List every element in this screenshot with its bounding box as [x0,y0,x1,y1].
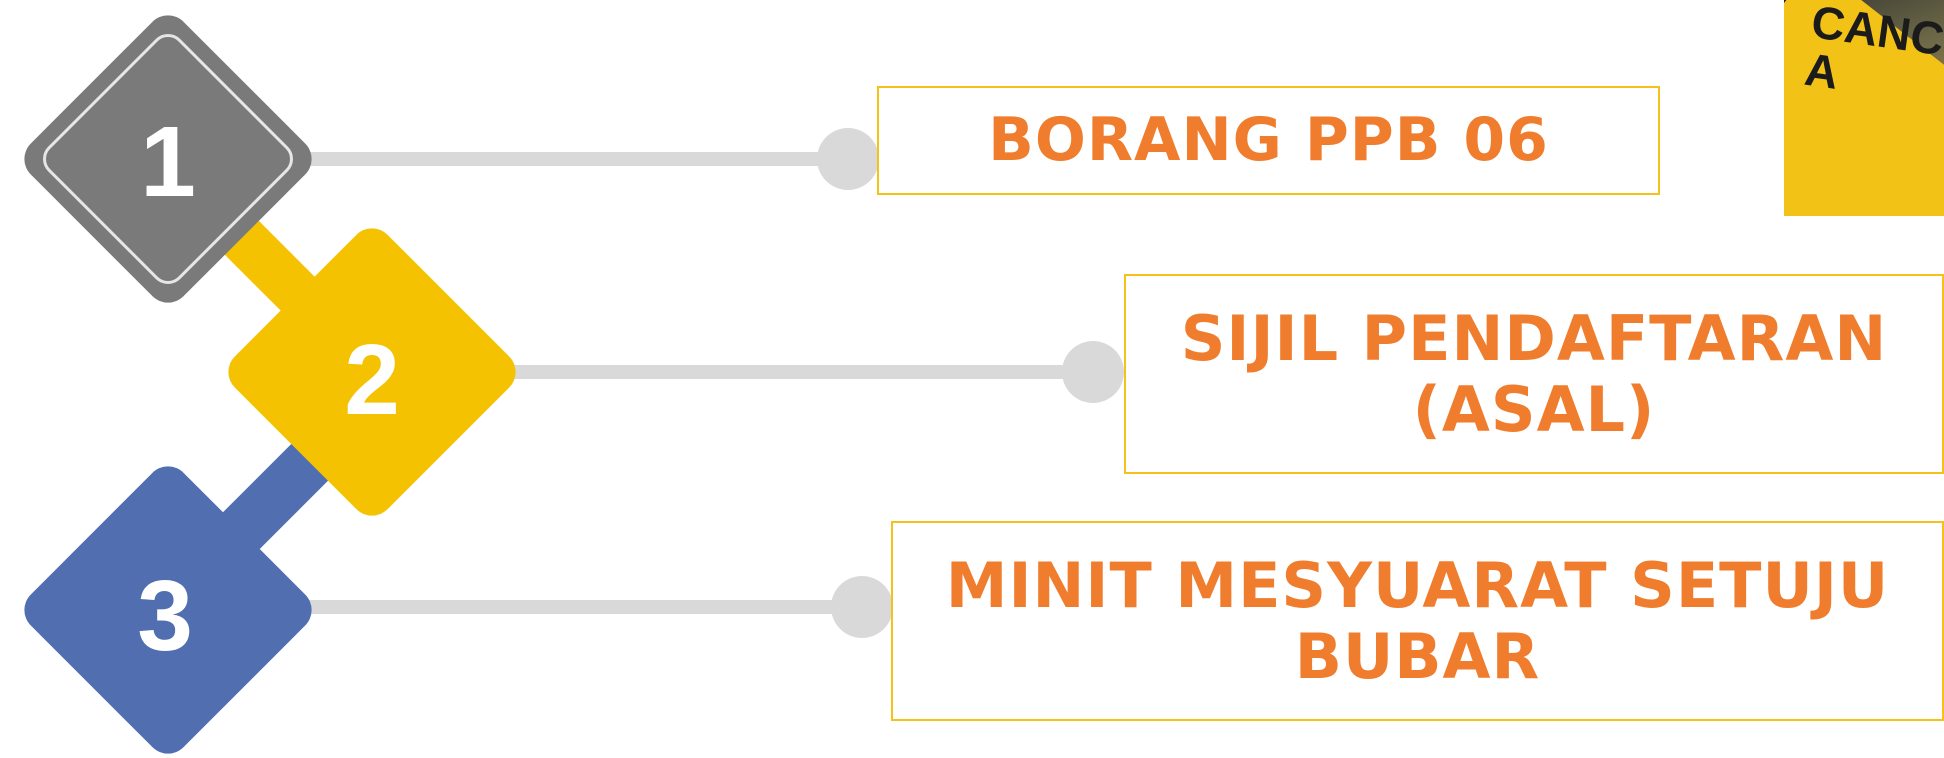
step-diamond-1 [24,15,312,303]
step-label-3: MINIT MESYUARAT SETUJU BUBAR [945,548,1890,693]
step-number-1: 1 [140,106,196,218]
step-diamond-1-inner-border [43,34,293,284]
connector-dot-3 [831,576,893,638]
step-diamond-2 [228,228,516,516]
step-label-box-2: SIJIL PENDAFTARAN (ASAL) [1124,274,1944,474]
step-label-2: SIJIL PENDAFTARAN (ASAL) [1180,301,1888,446]
step-diamond-3 [24,466,312,754]
step-number-3: 3 [137,560,193,672]
warning-sign-text: CANC A [1801,0,1944,100]
step-label-box-1: BORANG PPB 06 [877,86,1660,195]
connector-dot-2 [1062,341,1124,403]
warning-sign-photo: CANC A [1784,0,1944,216]
step-label-box-3: MINIT MESYUARAT SETUJU BUBAR [891,521,1944,721]
step-number-2: 2 [344,324,400,436]
connector-dot-1 [817,128,879,190]
step-label-1: BORANG PPB 06 [988,105,1549,175]
